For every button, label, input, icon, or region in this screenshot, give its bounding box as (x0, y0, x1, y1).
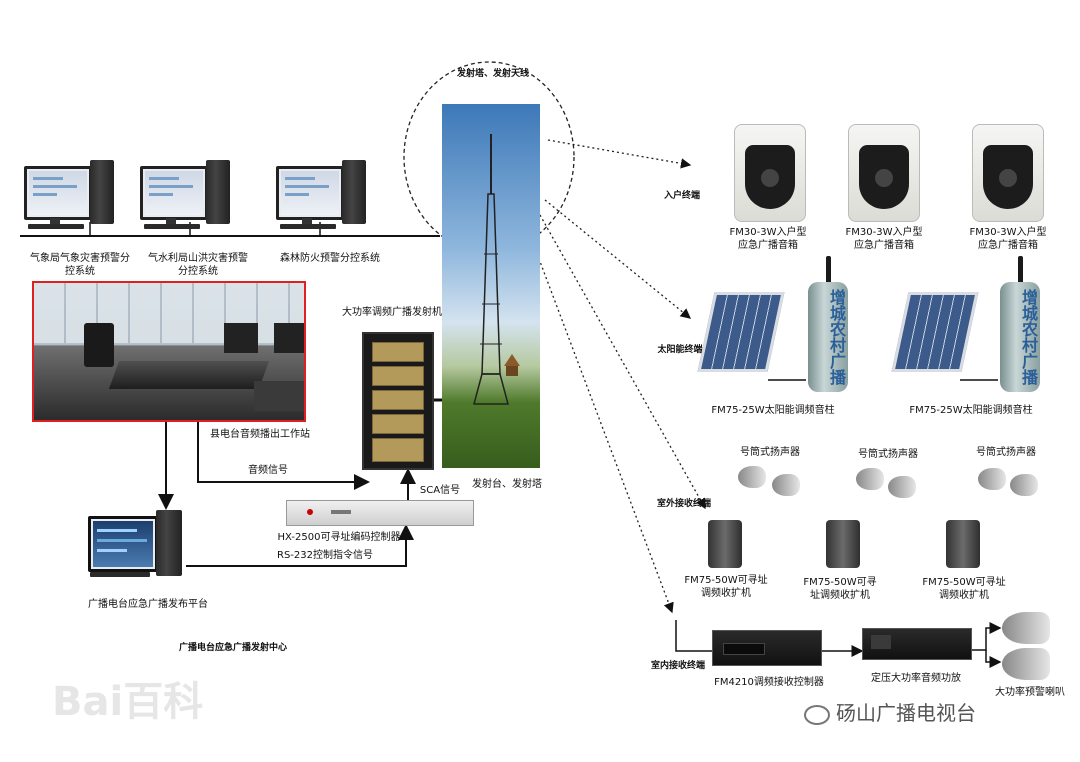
outdoor-label-3: FM75-50W可寻址调频收扩机 (922, 577, 1006, 601)
subsystem-label-water: 气水利局山洪灾害预警 分控系统 (148, 253, 248, 277)
horn-label-2: 号筒式扬声器 (858, 449, 918, 460)
encoder-label: HX-2500可寻址编码控制器 (277, 532, 401, 543)
outdoor-receiver-1 (708, 520, 742, 568)
outdoor-label-1: FM75-50W可寻址调频收扩机 (684, 575, 768, 599)
outdoor-receiver-2 (826, 520, 860, 568)
audio-signal-label: 音频信号 (248, 465, 288, 476)
subsystem-label-weather: 气象局气象灾害预警分 控系统 (30, 253, 130, 277)
platform-label: 广播电台应急广播发布平台 (88, 599, 208, 610)
solar-label-2: FM75-25W太阳能调频音柱 (909, 405, 1033, 416)
horn-speaker-2b (888, 476, 916, 498)
household-speaker-1 (734, 124, 806, 222)
studio-label: 县电台音频播出工作站 (210, 429, 310, 440)
household-label-1: FM30-3W入户型应急广播音箱 (729, 227, 807, 251)
indoor-receiver-label: FM4210调频接收控制器 (714, 677, 824, 688)
transmit-site-label: 发射台、发射塔 (472, 479, 542, 490)
indoor-amp-label: 定压大功率音频功放 (871, 673, 961, 684)
transmitter-rack (362, 332, 434, 470)
rs232-label: RS-232控制指令信号 (277, 550, 373, 561)
horn-speaker-3b (1010, 474, 1038, 496)
horn-label-1: 号筒式扬声器 (740, 447, 800, 458)
subsystem-label-forest: 森林防火预警分控系统 (280, 253, 380, 264)
computer-platform (88, 510, 188, 580)
household-speaker-3 (972, 124, 1044, 222)
solar-antenna-2 (1018, 256, 1023, 286)
center-label: 广播电台应急广播发射中心 (178, 643, 287, 653)
outdoor-receiver-3 (946, 520, 980, 568)
computer-weather (24, 160, 124, 230)
group-outdoor-label: 室外接收终端 (656, 499, 711, 509)
sca-signal-label: SCA信号 (419, 485, 461, 496)
transmitter-label: 大功率调频广播发射机 (342, 307, 442, 318)
horn-label-3: 号筒式扬声器 (976, 447, 1036, 458)
solar-antenna-1 (826, 256, 831, 286)
indoor-amplifier (862, 628, 972, 660)
watermark-baidu: Bai百科 (52, 679, 204, 725)
household-speaker-2 (848, 124, 920, 222)
group-solar-label: 太阳能终端 (657, 345, 703, 355)
group-indoor-label: 室内接收终端 (650, 661, 705, 671)
tower-label: 发射塔、发射天线 (456, 69, 529, 79)
household-label-2: FM30-3W入户型应急广播音箱 (845, 227, 923, 251)
horn-speaker-1b (772, 474, 800, 496)
solar-column-2: 增城农村广播 (1000, 282, 1040, 392)
computer-forest (276, 160, 376, 230)
group-household-label: 入户终端 (663, 191, 700, 201)
horn-speaker-3a (978, 468, 1006, 490)
outdoor-label-2: FM75-50W可寻址调频收扩机 (803, 577, 877, 601)
indoor-speaker-label: 大功率预警喇叭 (995, 687, 1065, 698)
solar-column-1: 增城农村广播 (808, 282, 848, 392)
tower-structure (473, 134, 520, 405)
indoor-receiver-controller (712, 630, 822, 666)
watermark-station: 砀山广播电视台 (804, 700, 1054, 726)
computer-water (140, 160, 240, 230)
studio-photo (32, 281, 306, 422)
solar-label-1: FM75-25W太阳能调频音柱 (711, 405, 835, 416)
wechat-icon (804, 704, 830, 725)
household-label-3: FM30-3W入户型应急广播音箱 (969, 227, 1047, 251)
indoor-horn-speaker-1 (1002, 612, 1050, 644)
horn-speaker-2a (856, 468, 884, 490)
indoor-horn-speaker-2 (1002, 648, 1050, 680)
horn-speaker-1a (738, 466, 766, 488)
tower-photo (442, 104, 540, 468)
encoder-device (286, 500, 474, 526)
